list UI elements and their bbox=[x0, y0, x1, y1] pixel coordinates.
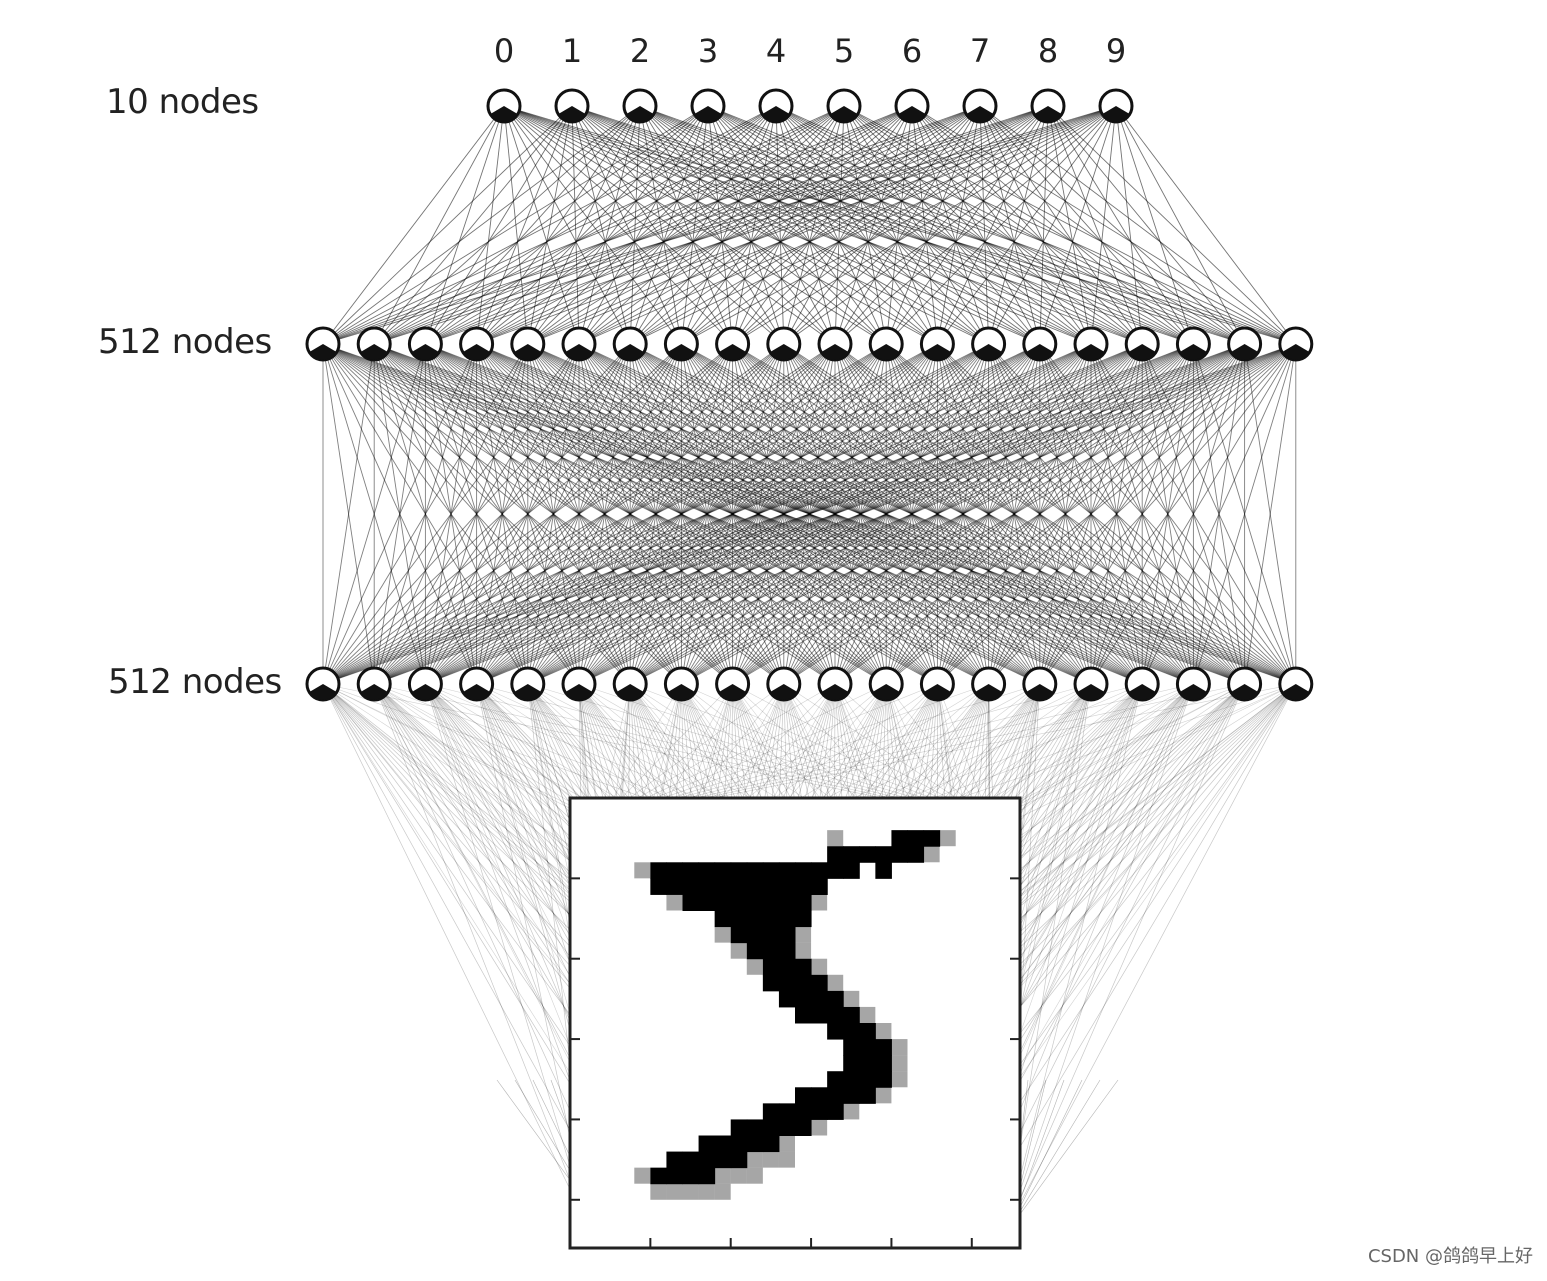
hidden2-node-0 bbox=[305, 326, 341, 362]
hidden2-node-12 bbox=[919, 326, 955, 362]
hidden2-node-17 bbox=[1175, 326, 1211, 362]
hidden1-node-11 bbox=[868, 666, 904, 702]
hidden1-node-0 bbox=[305, 666, 341, 702]
output-node-0 bbox=[486, 88, 522, 124]
output-node-7 bbox=[962, 88, 998, 124]
hidden1-node-14 bbox=[1022, 666, 1058, 702]
hidden2-node-2 bbox=[407, 326, 443, 362]
output-digit-2: 2 bbox=[629, 32, 651, 70]
input-image-ticks bbox=[570, 877, 1020, 1248]
hidden1-node-2 bbox=[407, 666, 443, 702]
output-digit-4: 4 bbox=[765, 32, 787, 70]
hidden2-node-5 bbox=[561, 326, 597, 362]
hidden1-node-9 bbox=[766, 666, 802, 702]
hidden2-node-11 bbox=[868, 326, 904, 362]
output-node-5 bbox=[826, 88, 862, 124]
hidden1-node-8 bbox=[715, 666, 751, 702]
output-digit-5: 5 bbox=[833, 32, 855, 70]
output-node-4 bbox=[758, 88, 794, 124]
output-digit-9: 9 bbox=[1105, 32, 1127, 70]
hidden1-node-1 bbox=[356, 666, 392, 702]
output-digit-1: 1 bbox=[561, 32, 583, 70]
output-node-1 bbox=[554, 88, 590, 124]
hidden2-node-4 bbox=[510, 326, 546, 362]
hidden1-node-10 bbox=[817, 666, 853, 702]
output-node-9 bbox=[1098, 88, 1134, 124]
hidden2-node-3 bbox=[459, 326, 495, 362]
output-node-2 bbox=[622, 88, 658, 124]
input-image-digit bbox=[634, 830, 956, 1200]
hidden1-node-16 bbox=[1124, 666, 1160, 702]
hidden-output-edges bbox=[322, 105, 1297, 345]
hidden2-node-10 bbox=[817, 326, 853, 362]
output-node-6 bbox=[894, 88, 930, 124]
hidden1-node-3 bbox=[459, 666, 495, 702]
output-digit-7: 7 bbox=[969, 32, 991, 70]
hidden2-node-18 bbox=[1227, 326, 1263, 362]
output-digit-0: 0 bbox=[493, 32, 515, 70]
output-node-3 bbox=[690, 88, 726, 124]
hidden2-node-15 bbox=[1073, 326, 1109, 362]
hidden1-node-4 bbox=[510, 666, 546, 702]
output-digit-3: 3 bbox=[697, 32, 719, 70]
output-digit-8: 8 bbox=[1037, 32, 1059, 70]
hidden1-node-6 bbox=[612, 666, 648, 702]
hidden-layer-1-label: 512 nodes bbox=[108, 662, 282, 702]
output-layer-label: 10 nodes bbox=[106, 82, 259, 122]
hidden1-node-7 bbox=[663, 666, 699, 702]
hidden-hidden-edges bbox=[322, 343, 1297, 685]
hidden1-node-19 bbox=[1278, 666, 1314, 702]
hidden2-node-19 bbox=[1278, 326, 1314, 362]
output-node-8 bbox=[1030, 88, 1066, 124]
hidden1-node-13 bbox=[971, 666, 1007, 702]
hidden1-node-15 bbox=[1073, 666, 1109, 702]
hidden2-node-7 bbox=[663, 326, 699, 362]
hidden2-node-8 bbox=[715, 326, 751, 362]
hidden-layer-2-label: 512 nodes bbox=[98, 322, 272, 362]
hidden2-node-9 bbox=[766, 326, 802, 362]
output-digit-6: 6 bbox=[901, 32, 923, 70]
hidden2-node-14 bbox=[1022, 326, 1058, 362]
hidden2-node-16 bbox=[1124, 326, 1160, 362]
hidden1-node-18 bbox=[1227, 666, 1263, 702]
hidden1-node-5 bbox=[561, 666, 597, 702]
nodes bbox=[305, 88, 1314, 702]
watermark: CSDN @鸽鸽早上好 bbox=[1367, 1246, 1533, 1267]
hidden2-node-6 bbox=[612, 326, 648, 362]
hidden2-node-13 bbox=[971, 326, 1007, 362]
hidden2-node-1 bbox=[356, 326, 392, 362]
hidden1-node-12 bbox=[919, 666, 955, 702]
hidden1-node-17 bbox=[1175, 666, 1211, 702]
